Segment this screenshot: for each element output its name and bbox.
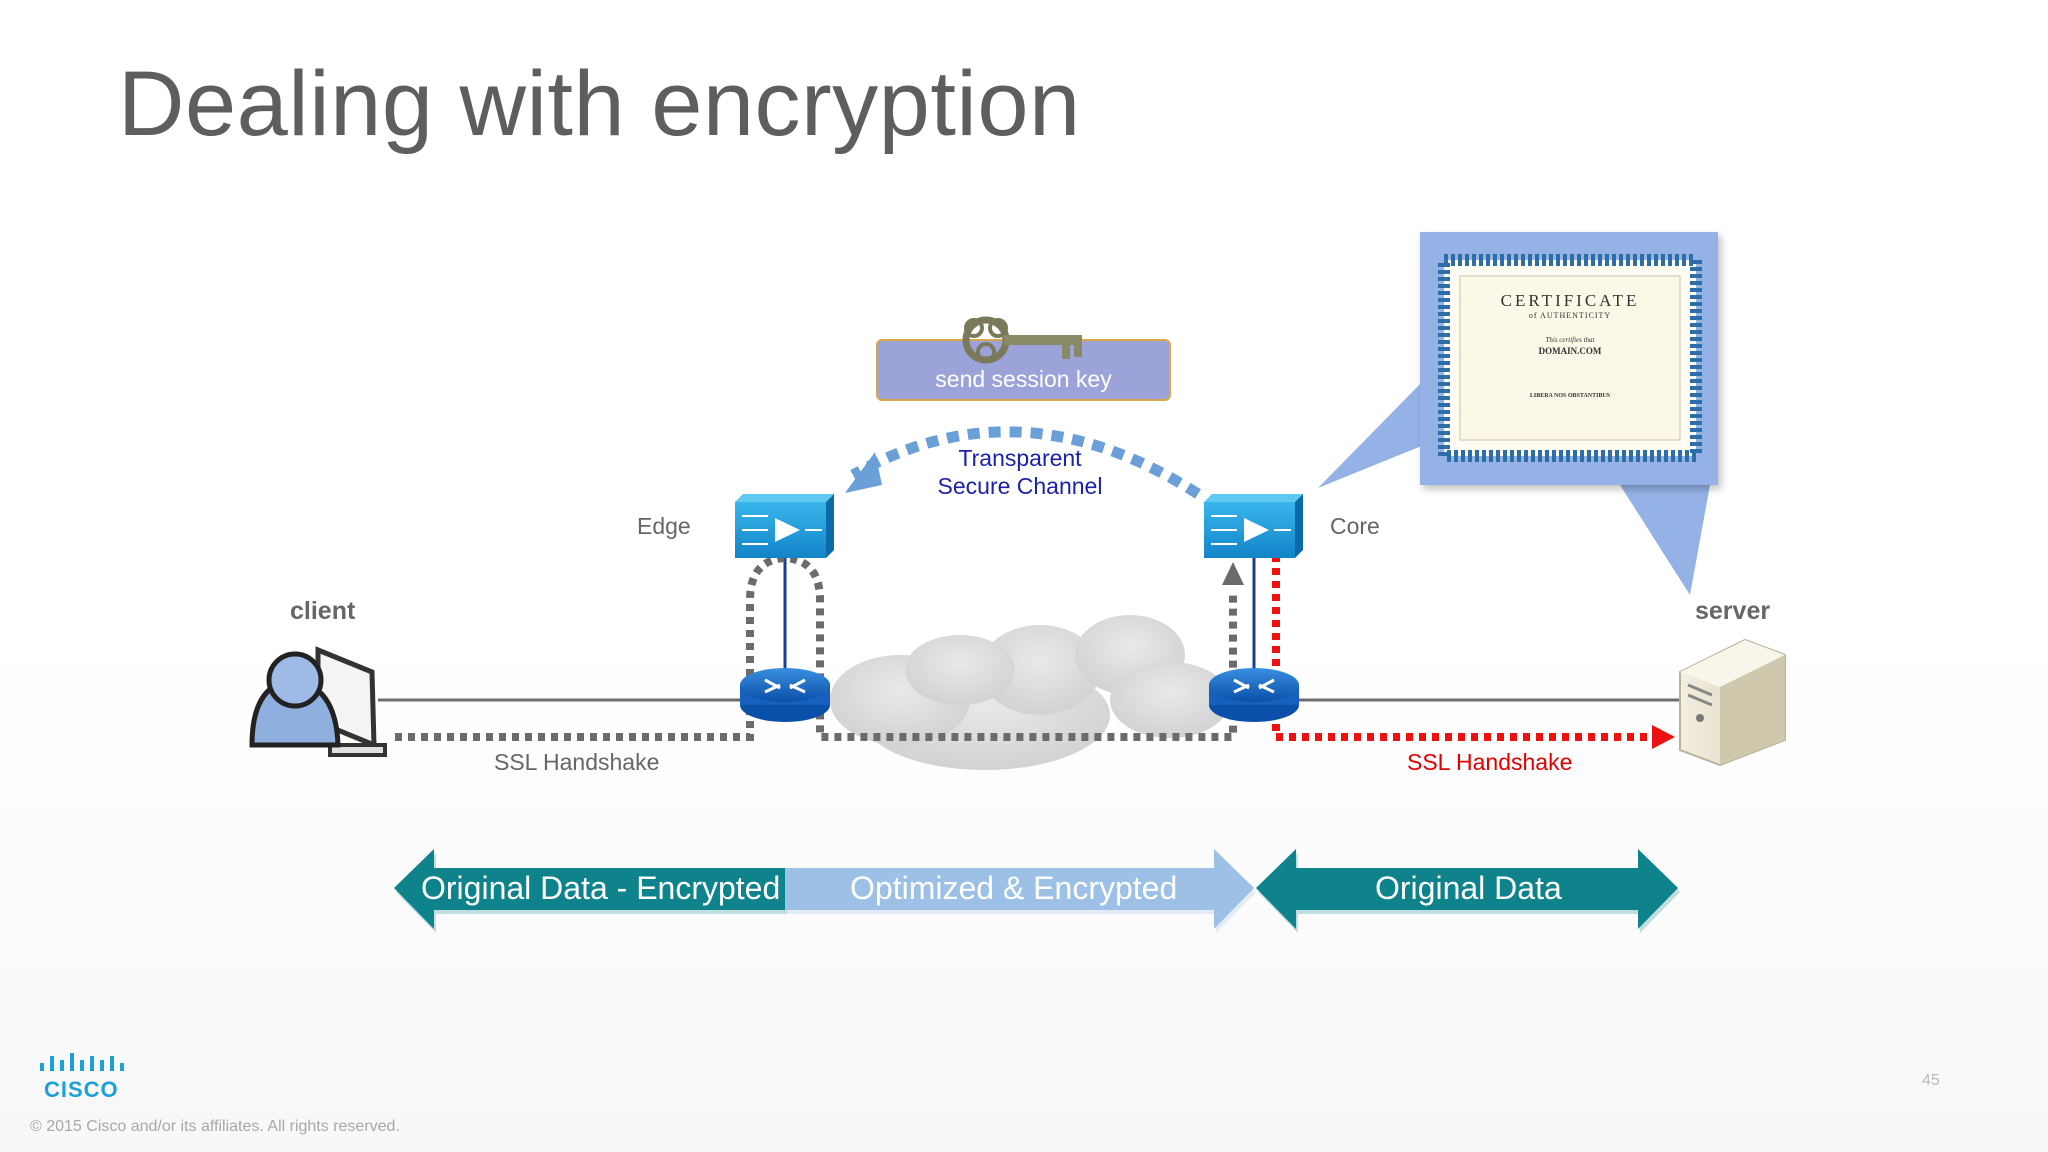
ssl-red-arrowhead bbox=[1652, 725, 1675, 749]
edge-label: Edge bbox=[637, 513, 691, 539]
client-icon bbox=[249, 646, 387, 757]
secure-channel-arrowhead bbox=[845, 452, 882, 493]
optimized-encrypted-label: Optimized & Encrypted bbox=[850, 870, 1178, 906]
optimized-encrypted-arrow bbox=[785, 849, 1254, 929]
session-key-label: send session key bbox=[935, 366, 1112, 392]
certificate-domain: DOMAIN.COM bbox=[1539, 346, 1602, 356]
original-data-encrypted-label: Original Data - Encrypted bbox=[421, 870, 781, 906]
secure-channel-label: Transparent Secure Channel bbox=[937, 445, 1103, 499]
wan-cloud bbox=[830, 615, 1230, 770]
cisco-logo-icon bbox=[40, 1053, 124, 1071]
certificate-subheading: of AUTHENTICITY bbox=[1529, 311, 1611, 320]
copyright-text: © 2015 Cisco and/or its affiliates. All … bbox=[30, 1118, 400, 1135]
certificate-heading: CERTIFICATE bbox=[1501, 291, 1640, 310]
server-icon bbox=[1679, 638, 1786, 767]
original-data-encrypted-arrow bbox=[394, 849, 785, 929]
core-router-icon bbox=[1209, 668, 1299, 722]
ssl-handshake-right-label: SSL Handshake bbox=[1407, 749, 1573, 775]
secure-channel-arc bbox=[850, 426, 1201, 499]
ssl-handshake-path-red bbox=[1272, 555, 1662, 741]
client-label: client bbox=[290, 597, 356, 625]
bottom-arrows bbox=[394, 849, 1680, 933]
certificate-line: This certifies that bbox=[1546, 336, 1596, 344]
cisco-logo-text: CISCO bbox=[44, 1077, 119, 1102]
certificate-callout bbox=[1318, 232, 1718, 595]
server-label: server bbox=[1695, 597, 1771, 625]
ssl-handshake-path-gray bbox=[395, 553, 1237, 741]
original-data-label: Original Data bbox=[1375, 870, 1562, 906]
core-waas-appliance-icon bbox=[1204, 494, 1303, 558]
slide-title: Dealing with encryption bbox=[118, 53, 1081, 155]
ssl-gray-arrowhead bbox=[1222, 562, 1244, 585]
certificate-text: CERTIFICATE of AUTHENTICITY This certifi… bbox=[1501, 291, 1640, 399]
original-data-arrow bbox=[1256, 849, 1678, 929]
key-icon bbox=[962, 316, 1082, 364]
core-label: Core bbox=[1330, 513, 1380, 539]
page-number: 45 bbox=[1922, 1072, 1940, 1089]
edge-waas-appliance-icon bbox=[735, 494, 834, 558]
ssl-handshake-left-label: SSL Handshake bbox=[494, 749, 660, 775]
certificate-motto: LIBERA NOS OBSTANTIBUS bbox=[1530, 393, 1611, 399]
edge-router-icon bbox=[740, 668, 830, 722]
